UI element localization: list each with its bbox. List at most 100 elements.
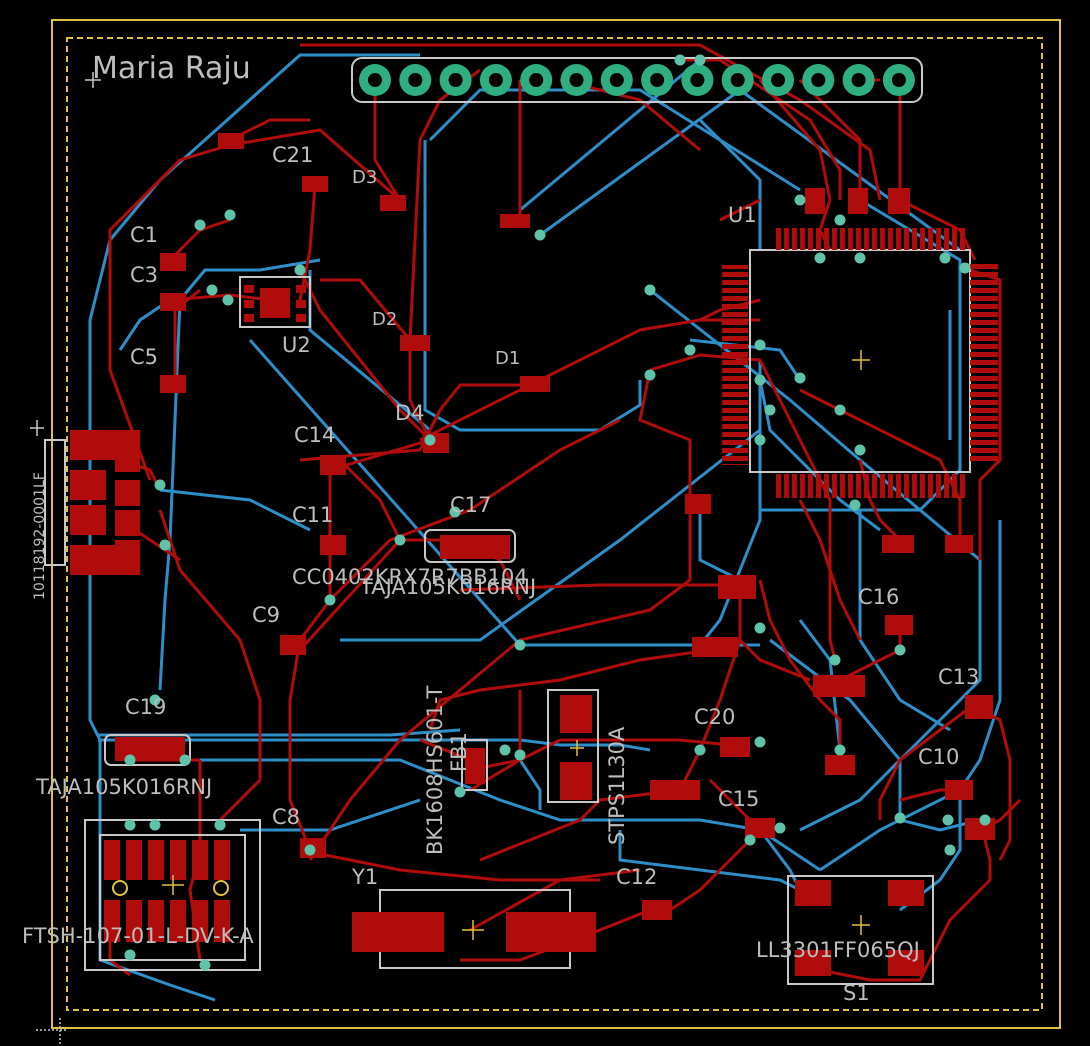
header-pad-hole: [771, 73, 785, 87]
mounting-holes: [112, 880, 229, 896]
header-pad-hole: [650, 73, 665, 87]
via: [894, 644, 906, 656]
via: [794, 194, 806, 206]
via: [154, 479, 166, 491]
header-pad-hole: [891, 73, 906, 87]
via: [159, 539, 171, 551]
board-title: Maria Raju: [92, 51, 251, 86]
via: [214, 819, 226, 831]
header-pad-hole: [448, 73, 463, 87]
via: [754, 622, 766, 634]
via: [814, 252, 826, 264]
label-c3: C3: [130, 263, 158, 287]
label-ll3301: LL3301FF065QJ: [756, 938, 920, 962]
label-c11: C11: [292, 503, 333, 527]
label-c21: C21: [272, 143, 313, 167]
label-c5: C5: [130, 345, 158, 369]
via: [754, 736, 766, 748]
via: [514, 639, 526, 651]
label-taja-right: TAJA105K016RNJ: [359, 575, 536, 599]
via: [774, 822, 786, 834]
label-y1: Y1: [351, 865, 378, 889]
label-c14: C14: [294, 423, 335, 447]
via: [754, 434, 766, 446]
header-pads: [359, 64, 915, 96]
via: [674, 54, 686, 66]
header-pad-hole: [851, 73, 866, 87]
silkscreen-labels: Maria Raju C21 D3 C1 C3 C5 U1 U2 D2 D1 D…: [22, 51, 979, 1005]
label-c16: C16: [858, 585, 899, 609]
via: [424, 434, 436, 446]
via: [694, 54, 706, 66]
via: [684, 344, 696, 356]
via: [979, 814, 991, 826]
via: [224, 209, 236, 221]
header-pad-hole: [690, 73, 705, 87]
via: [206, 284, 218, 296]
via: [324, 594, 336, 606]
via: [514, 749, 526, 761]
header-pad-hole: [730, 73, 745, 87]
via: [834, 214, 846, 226]
via: [304, 844, 316, 856]
header-pad-hole: [569, 73, 584, 87]
via: [764, 404, 776, 416]
header-pad-hole: [408, 73, 423, 87]
label-d4: D4: [395, 401, 425, 425]
label-fb1: FB1: [447, 732, 471, 772]
via: [694, 744, 706, 756]
via: [944, 844, 956, 856]
label-c9: C9: [252, 603, 280, 627]
header-pad-hole: [368, 73, 382, 87]
board-keepout-outline: [66, 37, 1043, 1011]
via: [124, 819, 136, 831]
label-taja-left: TAJA105K016RNJ: [35, 775, 212, 799]
header-pad-hole: [811, 73, 826, 87]
origin-marks: [30, 72, 870, 1046]
label-c17: C17: [450, 493, 491, 517]
via: [829, 654, 841, 666]
label-stps: STPS1L30A: [605, 726, 629, 845]
label-d1: D1: [495, 348, 520, 369]
via: [199, 959, 211, 971]
via: [124, 949, 136, 961]
board-outline: [51, 19, 1061, 1029]
label-u2: U2: [282, 333, 311, 357]
label-d2: D2: [372, 309, 397, 330]
via: [149, 819, 161, 831]
via: [194, 219, 206, 231]
via: [894, 812, 906, 824]
via: [942, 814, 954, 826]
via: [854, 252, 866, 264]
header-pad-hole: [529, 73, 544, 87]
via: [644, 369, 656, 381]
label-cc0402: CC0402KRX7R7BB104: [292, 565, 528, 589]
label-c1: C1: [130, 223, 158, 247]
label-c20: C20: [694, 705, 735, 729]
label-c12: C12: [616, 865, 657, 889]
via: [939, 252, 951, 264]
label-c19: C19: [125, 695, 166, 719]
via: [959, 262, 971, 274]
label-c13: C13: [938, 665, 979, 689]
header-pad-hole: [488, 73, 503, 87]
via: [834, 404, 846, 416]
via: [834, 744, 846, 756]
smd-pads: [70, 133, 998, 976]
via: [394, 534, 406, 546]
label-bk1608: BK1608HS601-T: [423, 686, 447, 855]
via: [179, 754, 191, 766]
via: [854, 444, 866, 456]
via: [149, 694, 161, 706]
via: [644, 284, 656, 296]
label-c15: C15: [718, 787, 759, 811]
via: [754, 374, 766, 386]
vias: [124, 54, 991, 971]
label-side-connector: 10118192-0001LF: [32, 472, 48, 600]
via: [794, 372, 806, 384]
label-c10: C10: [918, 745, 959, 769]
via: [124, 754, 136, 766]
via: [222, 294, 234, 306]
via: [449, 506, 461, 518]
